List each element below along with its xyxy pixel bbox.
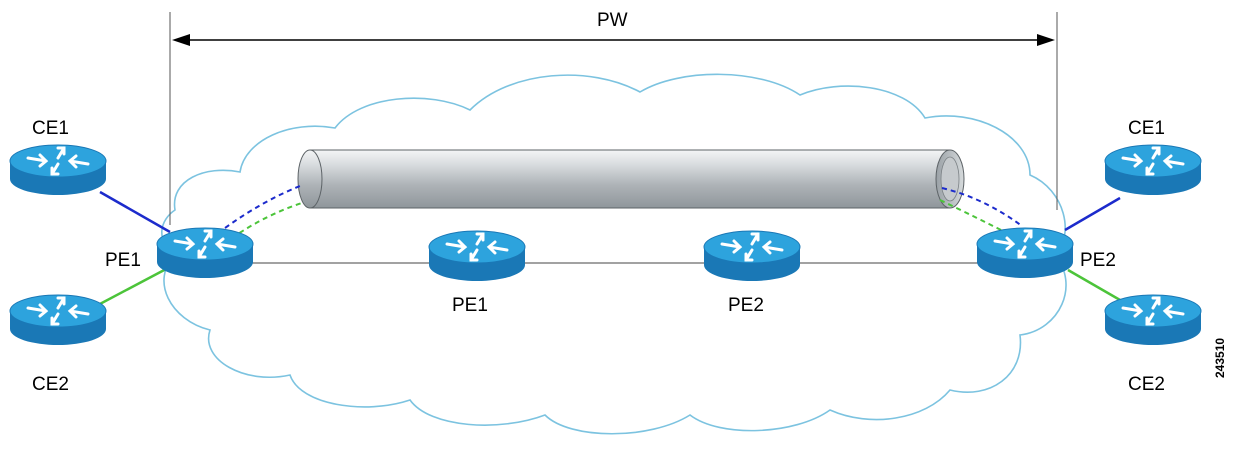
router-icon-pe1-edge (155, 226, 255, 280)
pw-arrowhead-right (1037, 34, 1055, 46)
router-icon-ce2-right (1103, 293, 1203, 347)
router-icon-ce1-left (8, 143, 108, 197)
label-ce2-right: CE2 (1128, 374, 1165, 395)
label-ce1-right: CE1 (1128, 118, 1165, 139)
vc-blue-right (941, 187, 1023, 227)
pw-arrowhead-left (172, 34, 190, 46)
link-ce1-pe2-right (1064, 196, 1121, 232)
router-icon-ce1-right (1103, 143, 1203, 197)
label-pe2-edge: PE2 (1080, 250, 1116, 271)
router-icon-pe2-edge (975, 226, 1075, 280)
link-ce2-pe2-right (1067, 268, 1121, 302)
link-ce1-pe1-left (99, 190, 171, 234)
router-icon-ce2-left (8, 293, 108, 347)
vc-blue-left (224, 185, 301, 229)
label-ce1-left: CE1 (32, 118, 69, 139)
link-ce2-pe1-left (97, 266, 169, 307)
pw-label: PW (597, 10, 628, 31)
vc-green-right (939, 199, 1006, 233)
pw-span-indicator (169, 12, 1058, 225)
label-pe2-core: PE2 (728, 295, 764, 316)
figure-number: 243510 (1213, 338, 1227, 378)
label-pe1-edge: PE1 (105, 250, 141, 271)
pseudowire-tunnel (297, 149, 965, 209)
mpls-cloud (161, 73, 1067, 435)
label-ce2-left: CE2 (32, 374, 69, 395)
router-icon-pe1-core (427, 229, 527, 283)
router-icon-pe2-core (702, 229, 802, 283)
label-pe1-core: PE1 (452, 295, 488, 316)
